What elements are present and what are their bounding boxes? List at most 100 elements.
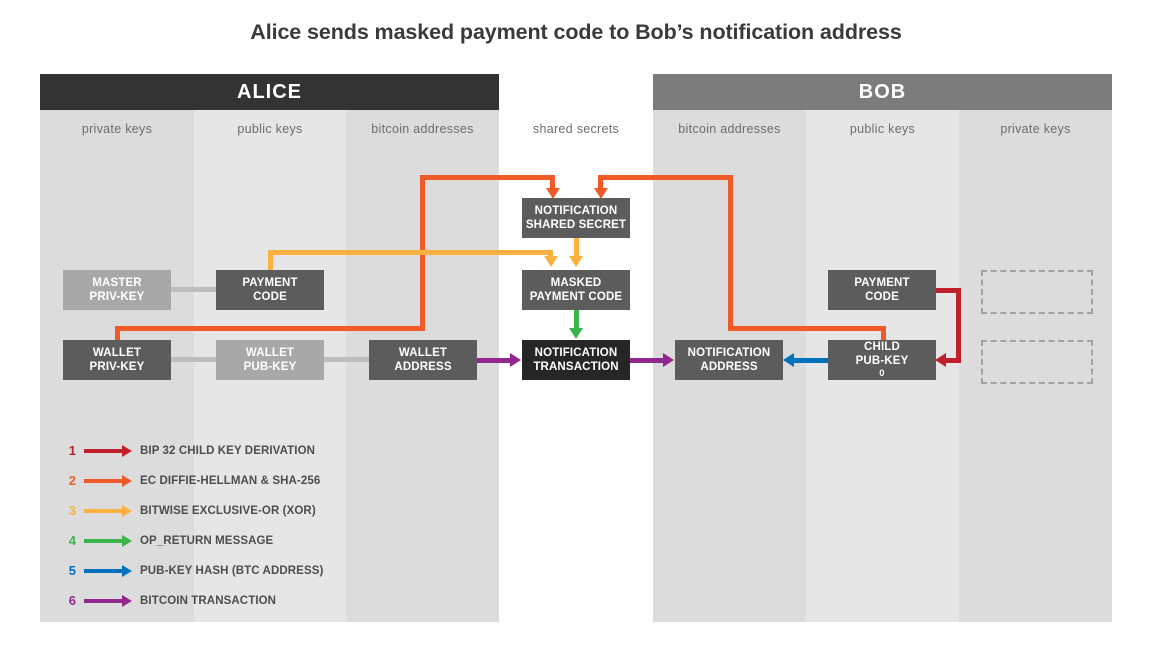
- node-notification-transaction: NOTIFICATION TRANSACTION: [522, 340, 630, 380]
- orange-right-riser: [728, 175, 733, 331]
- legend-arrow-icon: [122, 595, 132, 607]
- node-alice-payment-code: PAYMENT CODE: [216, 270, 324, 310]
- legend-arrow-icon: [122, 505, 132, 517]
- red-arrowhead: [935, 353, 946, 367]
- orange-right-arrowhead: [593, 188, 608, 199]
- node-label: PUB-KEY 0: [855, 355, 909, 380]
- purple-transaction-to-address: [630, 357, 668, 363]
- node-master-priv-key: MASTER PRIV-KEY: [63, 270, 171, 310]
- node-bob-priv-placeholder-bottom: [981, 340, 1093, 384]
- column-band-6: [959, 110, 1112, 622]
- legend-arrow-line: [84, 509, 122, 513]
- purple-walletaddress-to-transaction: [477, 357, 515, 363]
- column-caption-1: public keys: [237, 122, 303, 136]
- node-bob-priv-placeholder-top: [981, 270, 1093, 314]
- node-label: ADDRESS: [394, 361, 452, 373]
- node-label: CODE: [253, 291, 287, 303]
- orange-right-drop: [598, 175, 603, 191]
- node-wallet-address: WALLET ADDRESS: [369, 340, 477, 380]
- amber-paymentcode-horizontal: [267, 250, 553, 255]
- column-caption-0: private keys: [81, 122, 153, 136]
- legend-arrow-line: [84, 479, 122, 483]
- legend-number: 6: [68, 593, 76, 608]
- node-label: PAYMENT: [242, 276, 298, 289]
- node-label: WALLET: [398, 346, 448, 359]
- legend-arrow-icon: [122, 535, 132, 547]
- legend-arrow-line: [84, 539, 122, 543]
- legend-arrow-icon: [122, 475, 132, 487]
- orange-right-horizontal: [728, 326, 886, 331]
- legend-arrow-line: [84, 449, 122, 453]
- legend-label: OP_RETURN MESSAGE: [140, 535, 274, 547]
- column-caption-6: private keys: [1000, 122, 1071, 136]
- amber-paymentcode-arrowhead: [543, 256, 558, 267]
- node-label: MASKED: [550, 276, 602, 289]
- node-masked-payment-code: MASKED PAYMENT CODE: [522, 270, 630, 310]
- legend-number: 1: [68, 443, 76, 458]
- node-label: PRIV-KEY: [89, 291, 145, 303]
- legend-label: BITCOIN TRANSACTION: [140, 595, 277, 607]
- page-title: Alice sends masked payment code to Bob’s…: [250, 20, 902, 44]
- orange-right-top: [598, 175, 733, 180]
- node-label: PRIV-KEY: [89, 361, 145, 373]
- legend-number: 3: [68, 503, 76, 518]
- node-label: CODE: [865, 291, 899, 303]
- column-caption-5: public keys: [849, 122, 916, 136]
- purple-left-arrowhead: [510, 353, 521, 367]
- node-label: ADDRESS: [700, 361, 758, 373]
- green-masked-to-transaction: [573, 310, 579, 332]
- node-label: PAYMENT: [854, 276, 910, 289]
- legend-number: 5: [68, 563, 76, 578]
- blue-childpubkey-to-notification: [794, 357, 828, 363]
- node-label: SHARED SECRET: [525, 219, 627, 231]
- legend-arrow-icon: [122, 445, 132, 457]
- legend-arrow-icon: [122, 565, 132, 577]
- node-label: TRANSACTION: [533, 361, 619, 373]
- red-vertical: [956, 287, 961, 358]
- orange-right-vertical: [881, 326, 886, 340]
- node-wallet-pub-key: WALLET PUB-KEY: [216, 340, 324, 380]
- orange-left-drop: [550, 175, 555, 191]
- legend-number: 2: [68, 473, 76, 488]
- purple-right-arrowhead: [663, 353, 674, 367]
- legend-label: PUB-KEY HASH (BTC ADDRESS): [140, 565, 324, 577]
- column-caption-4: bitcoin addresses: [678, 122, 781, 136]
- node-wallet-priv-key: WALLET PRIV-KEY: [63, 340, 171, 380]
- legend-arrow-line: [84, 599, 122, 603]
- link-walletpub-to-walletaddress: [324, 357, 369, 362]
- node-label: CHILD: [864, 341, 900, 354]
- node-notification-shared-secret: NOTIFICATION SHARED SECRET: [522, 198, 630, 238]
- node-label: WALLET: [245, 346, 295, 359]
- legend-label: EC DIFFIE-HELLMAN & SHA-256: [140, 475, 321, 487]
- amber-secret-arrowhead: [569, 256, 583, 267]
- link-master-to-paymentcode: [171, 287, 216, 292]
- node-label: NOTIFICATION: [534, 346, 618, 359]
- orange-left-horizontal: [115, 326, 425, 331]
- red-to-childpubkey: [946, 357, 961, 363]
- party-header-bob: BOB: [653, 74, 1112, 110]
- node-bob-payment-code: PAYMENT CODE: [828, 270, 936, 310]
- link-walletpriv-to-walletpub: [171, 357, 216, 362]
- orange-left-arrowhead: [545, 188, 560, 199]
- green-arrowhead: [569, 328, 583, 339]
- legend-number: 4: [68, 533, 76, 548]
- legend-label: BITWISE EXCLUSIVE-OR (XOR): [140, 505, 316, 517]
- orange-left-top: [420, 175, 555, 180]
- node-label: PAYMENT CODE: [529, 291, 623, 303]
- node-label: MASTER: [92, 276, 142, 289]
- node-label-index: 0: [879, 368, 885, 380]
- column-caption-3: shared secrets: [532, 122, 620, 136]
- node-label: NOTIFICATION: [534, 204, 618, 217]
- node-label: WALLET: [92, 346, 142, 359]
- node-notification-address: NOTIFICATION ADDRESS: [675, 340, 783, 380]
- node-label: NOTIFICATION: [687, 346, 771, 359]
- column-caption-2: bitcoin addresses: [371, 122, 474, 136]
- blue-arrowhead: [783, 353, 794, 367]
- amber-paymentcode-riser: [267, 250, 273, 272]
- party-header-alice: ALICE: [40, 74, 499, 110]
- amber-secret-to-masked: [573, 238, 579, 260]
- node-label: PUB-KEY: [243, 361, 297, 373]
- red-from-paymentcode: [936, 287, 961, 293]
